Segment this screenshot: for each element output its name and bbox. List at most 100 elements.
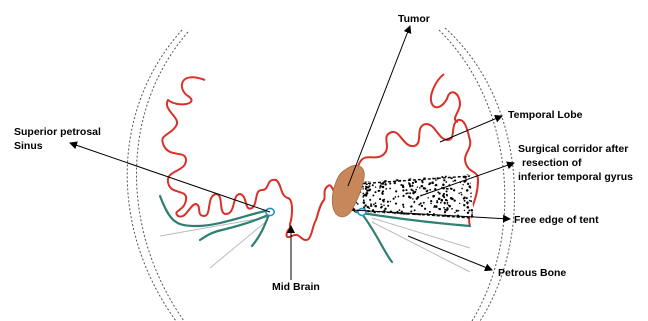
corridor-stipple-dot (351, 218, 353, 220)
corridor-stipple-dot (473, 193, 475, 195)
corridor-stipple-dot (467, 203, 468, 204)
corridor-stipple-dot (415, 189, 417, 191)
corridor-stipple-dot (362, 188, 364, 190)
corridor-stipple-dot (434, 205, 436, 207)
skull-left-inner-arc (136, 32, 188, 321)
corridor-stipple-dot (473, 207, 476, 210)
corridor-stipple-dot (362, 193, 364, 195)
corridor-stipple-dot (470, 196, 471, 197)
corridor-stipple-dot (357, 216, 360, 219)
corridor-stipple-dot (424, 208, 426, 210)
corridor-stipple-dot (382, 191, 384, 193)
corridor-stipple-dot (447, 202, 449, 204)
corridor-stipple-dot (430, 200, 432, 202)
corridor-stipple-dot (430, 203, 432, 205)
corridor-stipple-dot (418, 203, 420, 205)
corridor-stipple-dot (402, 186, 404, 188)
corridor-stipple-dot (446, 190, 448, 192)
corridor-stipple-dot (419, 187, 421, 189)
corridor-stipple-dot (472, 188, 474, 190)
corridor-stipple-dot (379, 190, 380, 191)
arrow-petrous-bone (408, 236, 492, 270)
corridor-stipple-dot (452, 218, 454, 220)
corridor-stipple-dot (379, 198, 381, 200)
corridor-stipple-dot (366, 183, 368, 185)
corridor-stipple-dot (389, 172, 391, 174)
corridor-stipple-dot (389, 174, 390, 175)
corridor-stipple-dot (382, 193, 384, 195)
corridor-stipple-dot (370, 188, 372, 190)
corridor-stipple-dot (471, 178, 473, 180)
label-corridor-line1: Surgical corridor after (518, 143, 628, 155)
label-corridor-line2: resection of (522, 157, 582, 169)
skull-outline (127, 28, 514, 321)
corridor-stipple-dot (464, 210, 465, 211)
corridor-stipple-dot (474, 212, 476, 214)
corridor-stipple-dot (433, 175, 435, 177)
arrow-superior-petrosal (70, 143, 270, 212)
corridor-stipple-dot (432, 195, 434, 197)
corridor-stipple-dot (437, 172, 439, 174)
corridor-stipple-dot (402, 204, 404, 206)
corridor-stipple-dot (383, 204, 385, 206)
label-superior-petrosal-line2: Sinus (14, 140, 43, 152)
corridor-stipple-dot (451, 208, 453, 210)
corridor-stipple-dot (395, 196, 397, 198)
corridor-stipple-dot (427, 175, 429, 177)
corridor-stipple-dot (454, 218, 456, 220)
corridor-stipple-dot (454, 199, 456, 201)
corridor-stipple-dot (382, 178, 384, 180)
corridor-stipple-dot (381, 206, 383, 208)
corridor-stipple-dot (372, 195, 374, 197)
corridor-stipple-dot (457, 173, 458, 174)
corridor-stipple-dot (439, 218, 440, 219)
corridor-stipple-dot (440, 202, 442, 204)
corridor-stipple-dot (461, 188, 463, 190)
corridor-stipple-dot (441, 199, 444, 202)
corridor-stipple-dot (370, 180, 372, 182)
corridor-stipple-dot (446, 200, 448, 202)
corridor-stipple-dot (395, 174, 397, 176)
corridor-stipple-dot (471, 214, 473, 216)
corridor-stipple-dot (469, 171, 471, 173)
corridor-stipple-dot (431, 216, 433, 218)
corridor-stipple-dot (473, 184, 474, 185)
corridor-stipple-dot (374, 191, 376, 193)
corridor-stipple-dot (365, 179, 367, 181)
corridor-stipple-dot (450, 197, 452, 199)
corridor-stipple-dot (401, 211, 403, 213)
corridor-stipple-dot (408, 182, 410, 184)
label-corridor-line3: inferior temporal gyrus (518, 171, 633, 183)
corridor-stipple-dot (416, 218, 418, 220)
corridor-stipple-dot (365, 192, 366, 193)
corridor-stipple-dot (435, 184, 437, 186)
corridor-stipple-dot (423, 202, 425, 204)
corridor-stipple-dot (399, 171, 401, 173)
corridor-stipple-dot (366, 177, 368, 179)
corridor-stipple-dot (472, 212, 473, 213)
corridor-stipple-dot (429, 211, 431, 213)
corridor-stipple-dot (373, 204, 375, 206)
corridor-stipple-dot (386, 171, 388, 173)
petrous-line-right-2 (372, 222, 470, 272)
corridor-stipple-dot (467, 183, 469, 185)
corridor-stipple-dot (405, 193, 407, 195)
corridor-stipple-dot (414, 172, 416, 174)
corridor-stipple-dot (460, 192, 461, 193)
corridor-stipple-dot (402, 189, 404, 191)
corridor-stipple-dot (456, 210, 458, 212)
leader-lines (70, 26, 514, 280)
corridor-stipple-dot (368, 185, 370, 187)
corridor-stipple-dot (438, 198, 440, 200)
corridor-stipple-dot (466, 189, 469, 192)
corridor-stipple-dot (393, 176, 395, 178)
corridor-stipple-dot (357, 203, 359, 205)
corridor-stipple-dot (414, 209, 416, 211)
corridor-stipple-dot (463, 204, 465, 206)
label-mid-brain: Mid Brain (272, 281, 320, 293)
corridor-stipple-dot (409, 192, 411, 194)
corridor-stipple-dot (392, 173, 393, 174)
corridor-stipple-dot (374, 212, 376, 214)
